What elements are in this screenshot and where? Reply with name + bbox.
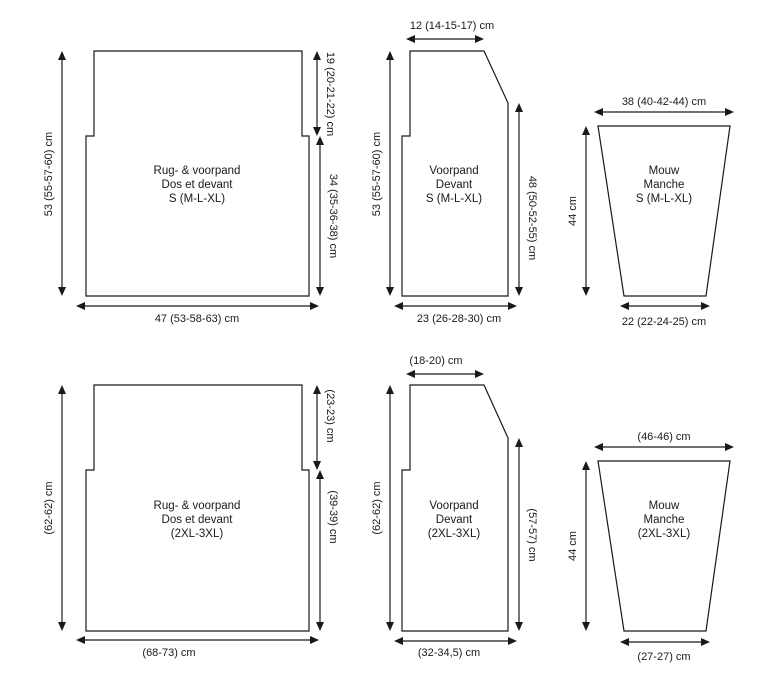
back-front-outline <box>85 50 310 297</box>
sleeve-cuff-dimension: 22 (22-24-25) cm <box>620 302 710 328</box>
back-front-title: Rug- & voorpand <box>154 500 241 512</box>
sleeve-length-label: 44 cm <box>567 196 579 226</box>
back-front-outline <box>85 384 310 632</box>
sleeve-top-label: 38 (40-42-44) cm <box>622 96 706 108</box>
sleeve-cuff-label: 22 (22-24-25) cm <box>622 316 706 328</box>
row-2: Rug- & voorpand Dos et devant (2XL-3XL) … <box>43 355 734 663</box>
front-title: Voorpand <box>429 165 478 177</box>
back-front-side-dimension: 34 (35-36-38) cm <box>316 136 339 296</box>
row-1: Rug- & voorpand Dos et devant S (M-L-XL)… <box>43 20 734 328</box>
sleeve-outline <box>597 125 731 297</box>
back-front-sizes: S (M-L-XL) <box>169 193 225 205</box>
sleeve-piece: Mouw Manche (2XL-3XL) (46-46) cm 44 cm (… <box>567 431 734 663</box>
sleeve-top-label: (46-46) cm <box>637 431 690 443</box>
front-subtitle: Devant <box>436 514 473 526</box>
back-front-width-dimension: (68-73) cm <box>76 636 319 659</box>
front-height-label: 53 (55-57-60) cm <box>371 132 383 216</box>
front-outline <box>401 384 509 632</box>
sleeve-top-dimension: 38 (40-42-44) cm <box>594 96 734 116</box>
back-front-subtitle: Dos et devant <box>162 179 234 191</box>
back-front-height-dimension: 53 (55-57-60) cm <box>43 51 66 296</box>
front-piece: Voorpand Devant (2XL-3XL) (18-20) cm (62… <box>371 355 538 659</box>
front-shoulder-dimension: 12 (14-15-17) cm <box>406 20 494 43</box>
back-front-subtitle: Dos et devant <box>162 514 234 526</box>
sleeve-outline <box>597 460 731 632</box>
front-height-label: (62-62) cm <box>371 481 383 534</box>
front-sizes: S (M-L-XL) <box>426 193 482 205</box>
front-subtitle: Devant <box>436 179 473 191</box>
back-front-height-dimension: (62-62) cm <box>43 385 66 631</box>
front-width-label: (32-34,5) cm <box>418 647 480 659</box>
sleeve-top-dimension: (46-46) cm <box>594 431 734 451</box>
front-side-dimension: (57-57) cm <box>515 438 538 631</box>
back-front-side-label: (39-39) cm <box>327 490 339 543</box>
sleeve-sizes: (2XL-3XL) <box>638 528 691 540</box>
sleeve-cuff-label: (27-27) cm <box>637 651 690 663</box>
back-front-armhole-label: 19 (20-21-22) cm <box>324 52 336 136</box>
front-piece: Voorpand Devant S (M-L-XL) 12 (14-15-17)… <box>371 20 538 325</box>
back-front-piece: Rug- & voorpand Dos et devant (2XL-3XL) … <box>43 384 339 659</box>
front-shoulder-label: (18-20) cm <box>409 355 462 367</box>
back-front-sizes: (2XL-3XL) <box>171 528 224 540</box>
sleeve-title: Mouw <box>649 500 680 512</box>
back-front-width-label: 47 (53-58-63) cm <box>155 313 239 325</box>
front-width-label: 23 (26-28-30) cm <box>417 313 501 325</box>
sleeve-subtitle: Manche <box>644 179 685 191</box>
sleeve-title: Mouw <box>649 165 680 177</box>
back-front-width-dimension: 47 (53-58-63) cm <box>76 302 319 325</box>
back-front-height-label: 53 (55-57-60) cm <box>43 132 55 216</box>
front-side-label: (57-57) cm <box>526 508 538 561</box>
sleeve-length-dimension: 44 cm <box>567 461 590 631</box>
sleeve-sizes: S (M-L-XL) <box>636 193 692 205</box>
front-side-label: 48 (50-52-55) cm <box>526 176 538 260</box>
back-front-armhole-dimension: (23-23) cm <box>313 385 336 470</box>
front-title: Voorpand <box>429 500 478 512</box>
sleeve-cuff-dimension: (27-27) cm <box>620 638 710 663</box>
back-front-side-label: 34 (35-36-38) cm <box>327 174 339 258</box>
front-shoulder-dimension: (18-20) cm <box>406 355 484 378</box>
back-front-width-label: (68-73) cm <box>142 647 195 659</box>
back-front-title: Rug- & voorpand <box>154 165 241 177</box>
sleeve-length-label: 44 cm <box>567 531 579 561</box>
back-front-side-dimension: (39-39) cm <box>316 470 339 631</box>
front-outline <box>401 50 509 297</box>
sleeve-length-dimension: 44 cm <box>567 126 590 296</box>
front-width-dimension: 23 (26-28-30) cm <box>394 302 517 325</box>
back-front-armhole-dimension: 19 (20-21-22) cm <box>313 51 336 136</box>
front-side-dimension: 48 (50-52-55) cm <box>515 103 538 296</box>
front-sizes: (2XL-3XL) <box>428 528 481 540</box>
front-width-dimension: (32-34,5) cm <box>394 637 517 659</box>
back-front-piece: Rug- & voorpand Dos et devant S (M-L-XL)… <box>43 50 339 325</box>
back-front-armhole-label: (23-23) cm <box>324 389 336 442</box>
sleeve-piece: Mouw Manche S (M-L-XL) 38 (40-42-44) cm … <box>567 96 734 328</box>
back-front-height-label: (62-62) cm <box>43 481 55 534</box>
front-height-dimension: 53 (55-57-60) cm <box>371 51 394 296</box>
sleeve-subtitle: Manche <box>644 514 685 526</box>
front-height-dimension: (62-62) cm <box>371 385 394 631</box>
front-shoulder-label: 12 (14-15-17) cm <box>410 20 494 32</box>
